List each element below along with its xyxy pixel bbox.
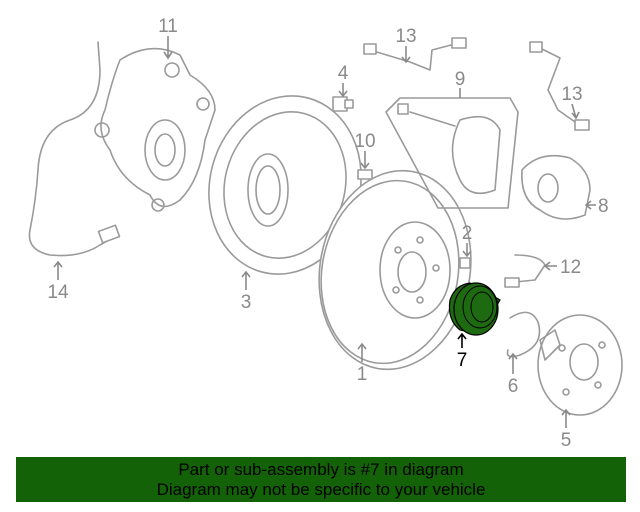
svg-text:10: 10	[354, 131, 375, 152]
svg-text:13: 13	[395, 26, 416, 47]
callout-3: 3	[241, 270, 252, 313]
svg-text:4: 4	[338, 63, 349, 84]
bolt-4[interactable]	[332, 96, 354, 112]
callout-7: 7	[457, 332, 468, 371]
svg-text:7: 7	[457, 350, 468, 371]
steering-knuckle[interactable]	[94, 47, 216, 212]
brake-line-upper[interactable]	[363, 37, 467, 71]
callout-13b: 13	[561, 84, 583, 120]
snap-ring[interactable]	[506, 311, 541, 358]
svg-text:2: 2	[462, 223, 473, 244]
callout-4: 4	[338, 63, 349, 98]
caliper-bracket-kit[interactable]	[385, 97, 519, 209]
svg-text:6: 6	[508, 376, 519, 397]
svg-text:9: 9	[455, 69, 466, 90]
callout-8: 8	[584, 196, 609, 217]
callout-12: 12	[543, 257, 581, 278]
svg-text:12: 12	[560, 257, 581, 278]
svg-text:8: 8	[598, 196, 609, 217]
wheel-hub[interactable]	[537, 314, 623, 416]
callout-1: 1	[357, 342, 368, 385]
notice-line-part: Part or sub-assembly is #7 in diagram	[178, 460, 464, 479]
screw-10[interactable]	[357, 169, 373, 180]
svg-text:11: 11	[158, 16, 178, 37]
svg-text:3: 3	[241, 292, 252, 313]
callout-6: 6	[508, 352, 519, 397]
wear-sensor[interactable]	[504, 254, 546, 288]
bolt-2[interactable]	[459, 257, 471, 269]
callout-11: 11	[158, 16, 178, 60]
brake-line-right[interactable]	[529, 41, 590, 131]
svg-text:13: 13	[561, 84, 582, 105]
svg-text:5: 5	[561, 430, 572, 451]
diagram-notice-banner: Part or sub-assembly is #7 in diagram Di…	[16, 457, 626, 502]
callout-5: 5	[561, 408, 572, 451]
wheel-bearing[interactable]	[448, 282, 501, 336]
abs-sensor-wire[interactable]	[28, 41, 121, 257]
callout-2: 2	[462, 223, 473, 258]
svg-text:1: 1	[357, 364, 368, 385]
callout-10: 10	[354, 131, 376, 170]
notice-line-disclaimer: Diagram may not be specific to your vehi…	[156, 480, 486, 499]
brake-caliper[interactable]	[521, 154, 591, 220]
callout-9: 9	[455, 69, 466, 98]
svg-text:14: 14	[47, 282, 69, 303]
callout-13a: 13	[395, 26, 417, 64]
callout-14: 14	[47, 260, 69, 303]
